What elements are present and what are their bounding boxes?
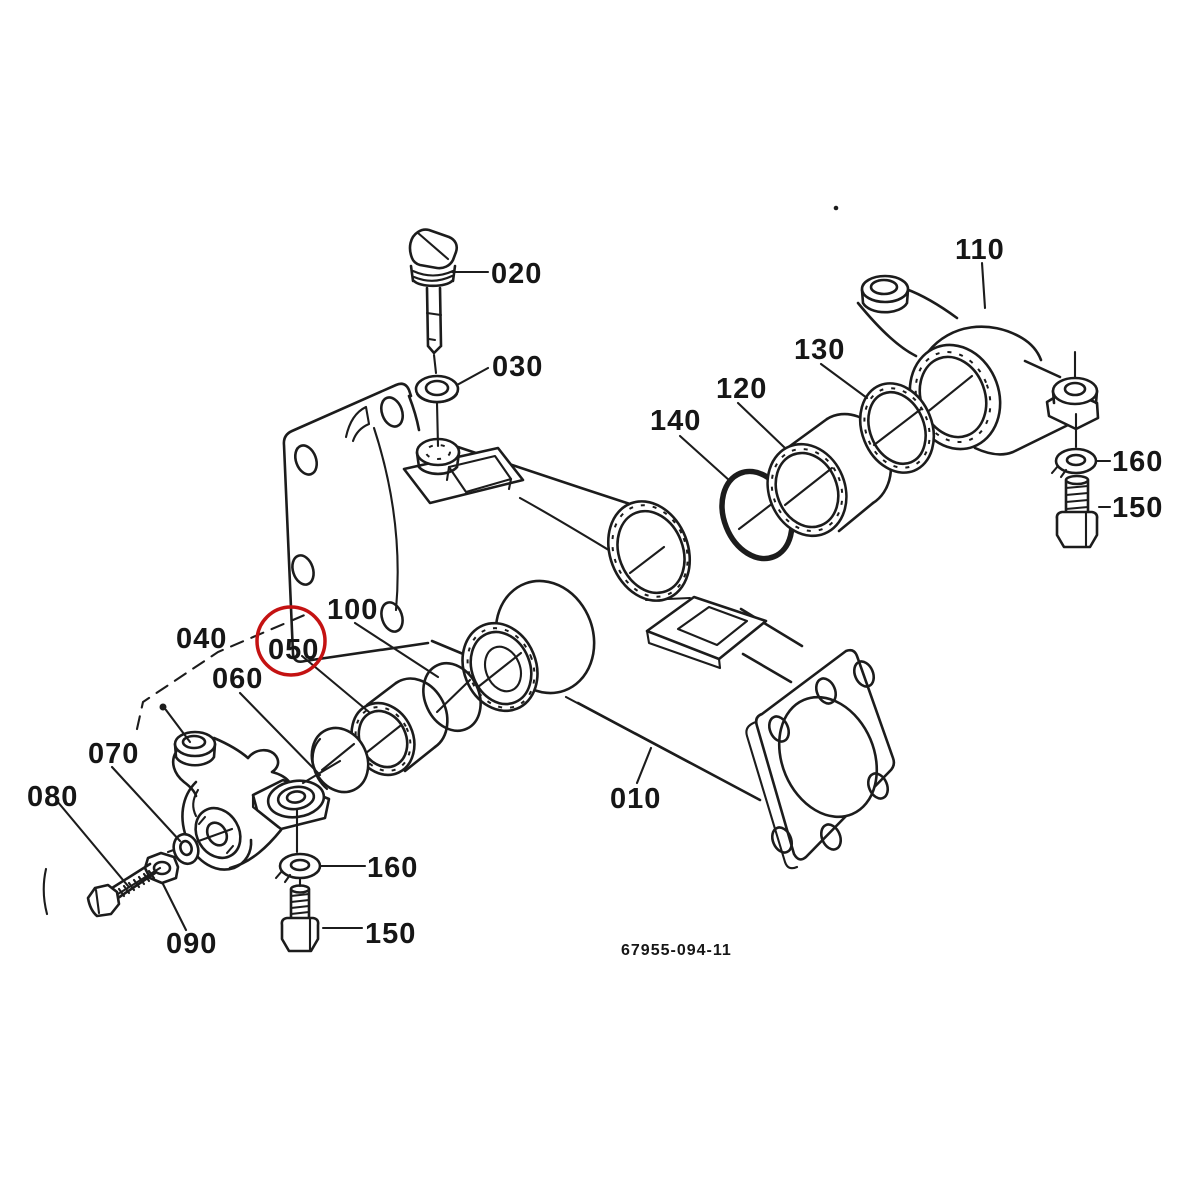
leader-070	[110, 765, 182, 843]
leader-060	[238, 691, 322, 777]
callout-020-label[interactable]: 020	[491, 258, 542, 290]
right-flange	[745, 648, 896, 870]
leader-080	[55, 799, 130, 888]
leader-120	[736, 401, 787, 450]
callout-140-label[interactable]: 140	[650, 405, 701, 437]
callout-120-label[interactable]: 120	[716, 373, 767, 405]
knuckle-arm-drawing	[166, 730, 331, 888]
drawing-number: 67955-094-11	[621, 942, 732, 959]
lock-washer-left-drawing	[274, 852, 322, 884]
callout-010-label[interactable]: 010	[610, 783, 661, 815]
callout-070-label[interactable]: 070	[88, 738, 139, 770]
barrel-end-neck	[606, 500, 692, 602]
filler-washer-drawing	[414, 374, 460, 448]
axis-segment	[301, 759, 342, 785]
leader-110	[980, 261, 987, 310]
cast-pad	[645, 595, 768, 661]
stray-dot	[833, 205, 839, 211]
callout-040-label[interactable]: 040	[176, 623, 227, 655]
bolt-080-drawing	[86, 862, 162, 918]
bushing-120-drawing	[766, 412, 893, 538]
nut-090-drawing	[143, 851, 180, 885]
leader-010	[635, 746, 653, 785]
callout-160-left-label[interactable]: 160	[367, 852, 418, 884]
leader-100	[353, 621, 440, 679]
bolt-right-drawing	[1055, 474, 1099, 549]
seal-130-drawing	[858, 382, 936, 474]
group-dot-040	[159, 703, 167, 711]
callout-080-label[interactable]: 080	[27, 781, 78, 813]
oring-100-drawing	[422, 661, 482, 733]
callout-150-left-label[interactable]: 150	[365, 918, 416, 950]
callout-110-label[interactable]: 110	[955, 234, 1005, 266]
knuckle-case-drawing	[856, 274, 1100, 456]
filler-pad	[402, 446, 525, 505]
callout-150-right-label[interactable]: 150	[1112, 492, 1163, 524]
callout-050-label[interactable]: 050	[268, 634, 319, 666]
dashed-group-line-040	[135, 612, 309, 731]
lock-washer-right-drawing	[1050, 447, 1098, 479]
callout-060-label[interactable]: 060	[212, 663, 263, 695]
left-flange	[282, 382, 430, 663]
stray-arc	[42, 867, 49, 916]
filler-plug-drawing	[408, 228, 459, 375]
callout-130-label[interactable]: 130	[794, 334, 845, 366]
leader-140	[678, 434, 732, 483]
axle-housing-drawing	[282, 382, 896, 870]
leader-030	[455, 366, 490, 387]
highlight-circle-050	[255, 605, 327, 677]
callout-100-label[interactable]: 100	[327, 594, 378, 626]
leader-040-dot	[164, 708, 192, 744]
callout-030-label[interactable]: 030	[492, 351, 543, 383]
bolt-left-drawing	[280, 884, 320, 953]
callout-090-label[interactable]: 090	[166, 928, 217, 960]
leader-090	[161, 882, 188, 932]
callout-labels: 010 020 030 040 050 060 070 080 090 100 …	[27, 234, 1163, 960]
leader-130	[819, 362, 869, 400]
callout-160-right-label[interactable]: 160	[1112, 446, 1163, 478]
